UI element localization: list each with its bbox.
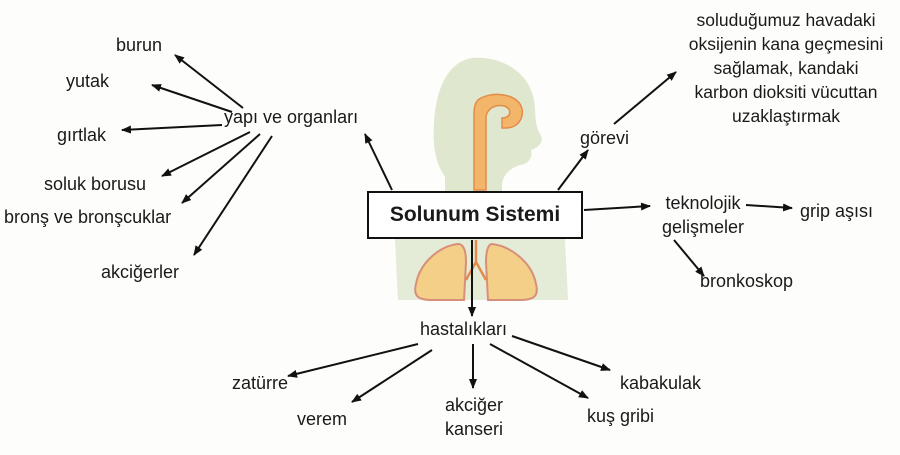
arrow-center-to-yapi [364, 133, 393, 191]
branch-gorevi-label: görevi [580, 128, 630, 148]
arrow-to-yutak [151, 84, 233, 113]
organ-yutak: yutak [66, 71, 110, 91]
duty-line-1: soluduğumuz havadaki [696, 10, 876, 30]
disease-kus-gribi: kuş gribi [587, 406, 655, 426]
left-lung [414, 242, 468, 301]
disease-akciger-line1: akciğer [444, 395, 504, 415]
branch-teknoloji-line1: teknolojik [665, 193, 741, 213]
disease-akciger-kanseri: akciğer kanseri [424, 393, 524, 441]
arrow-to-verem [351, 349, 433, 403]
arrow-center-to-teknoloji [583, 202, 651, 211]
head-neck-silhouette [433, 57, 542, 193]
organ-burun: burun [116, 35, 163, 55]
center-title: Solunum Sistemi [389, 203, 561, 226]
organ-girtlak: gırtlak [57, 125, 107, 145]
arrow-to-grip-asisi [745, 203, 793, 212]
tech-bronkoskop: bronkoskop [700, 271, 794, 291]
duty-line-5: uzaklaştırmak [732, 106, 840, 126]
tech-grip-asisi: grip aşısı [800, 201, 874, 221]
arrow-to-zaturre [287, 343, 419, 378]
arrow-to-duty [613, 71, 677, 125]
branch-teknoloji-label: teknolojik gelişmeler [648, 191, 758, 239]
branch-hastaliklar-label: hastalıkları [420, 319, 508, 339]
arrow-to-bronslar [181, 133, 261, 204]
disease-kabakulak: kabakulak [620, 373, 702, 393]
nasal-airway [473, 93, 524, 191]
trachea-bronchi [464, 240, 488, 281]
arrow-to-girtlak [121, 124, 223, 134]
duty-line-3: sağlamak, kandaki [713, 58, 859, 78]
connector-arrows [121, 54, 793, 403]
duty-line-4: karbon dioksiti vücuttan [694, 82, 878, 102]
organ-soluk-borusu: soluk borusu [44, 174, 147, 194]
arrow-to-akcigerler [193, 135, 273, 256]
branch-yapi-label: yapı ve organları [224, 107, 359, 127]
duty-description: soluduğumuz havadaki oksijenin kana geçm… [670, 8, 900, 128]
arrow-to-soluk-borusu [161, 131, 251, 177]
arrow-to-kabakulak [511, 335, 611, 371]
branch-teknoloji-line2: gelişmeler [661, 217, 745, 237]
disease-verem: verem [297, 409, 348, 429]
arrow-center-to-gorevi [557, 149, 589, 191]
organ-akcigerler: akciğerler [101, 262, 180, 282]
arrow-to-kus-gribi [489, 343, 589, 399]
center-node: Solunum Sistemi [367, 191, 583, 239]
duty-line-2: oksijenin kana geçmesini [688, 34, 884, 54]
arrow-to-bronkoskop [673, 239, 705, 277]
right-lung [484, 242, 538, 301]
human-silhouette-illustration [395, 57, 568, 301]
organ-bronslar: bronş ve bronşcuklar [4, 207, 172, 227]
disease-zaturre: zatürre [232, 373, 289, 393]
disease-akciger-line2: kanseri [444, 419, 504, 439]
arrow-to-burun [174, 54, 244, 109]
